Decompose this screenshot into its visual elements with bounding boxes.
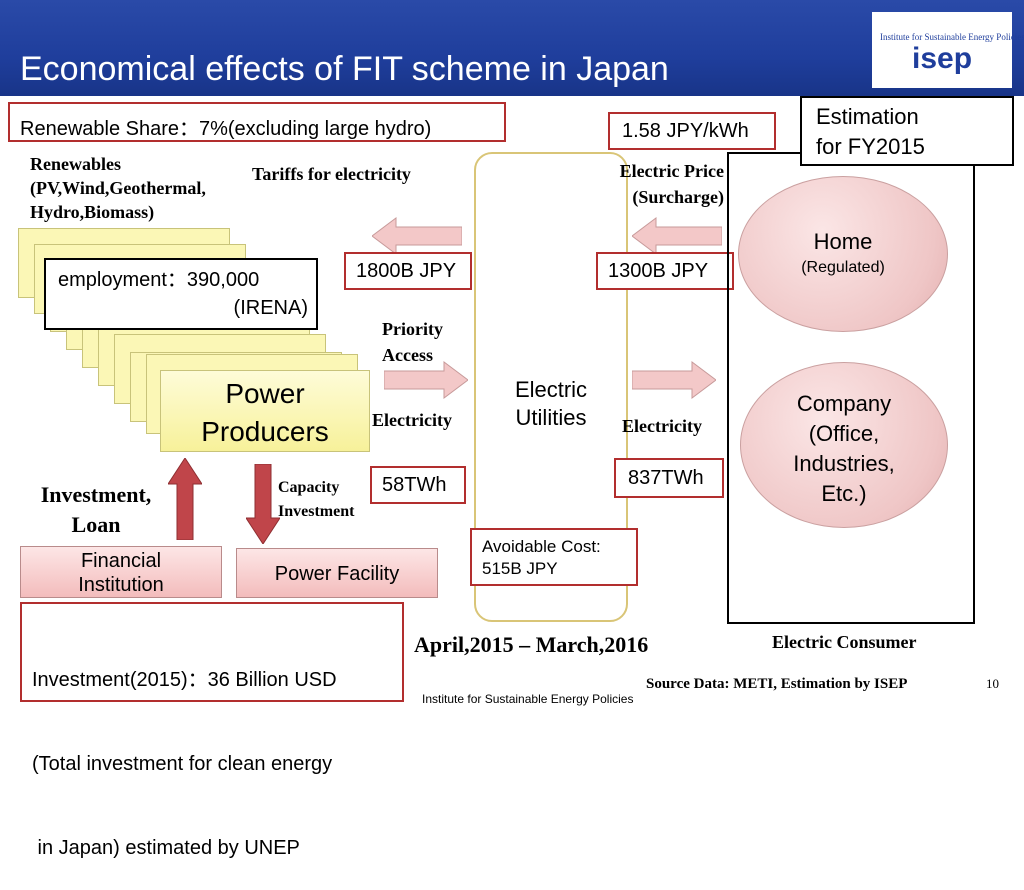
renewables-label: Renewables (PV,Wind,Geothermal, Hydro,Bi… (30, 152, 206, 224)
electric-price-line-2: (Surcharge) (632, 187, 724, 207)
footer-text: Institute for Sustainable Energy Policie… (422, 692, 634, 706)
logo-small-text: Institute for Sustainable Energy Policie… (880, 32, 1024, 42)
estimation-line-2: for FY2015 (816, 134, 925, 159)
electric-price-line-1: Electric Price (619, 161, 724, 181)
electricity-arrow-to-utility (384, 361, 468, 399)
surcharge-rate-box: 1.58 JPY/kWh (608, 112, 776, 150)
priority-line-2: Access (382, 345, 433, 365)
employment-source: (IRENA) (233, 297, 308, 319)
employment-box: employment：390,000 (IRENA) (44, 258, 318, 330)
renewables-line-1: Renewables (30, 154, 121, 174)
electric-utilities-box (474, 152, 628, 622)
company-line-1: Company (796, 391, 892, 416)
electricity-arrow-to-consumer (632, 361, 716, 399)
power-producers-line-1: Power (225, 378, 305, 409)
logo-name: isep (911, 42, 973, 75)
estimation-box: Estimation for FY2015 (800, 96, 1014, 166)
supplied-twh-box: 58TWh (370, 466, 466, 504)
utilities-label: Electric Utilities (474, 376, 628, 432)
surcharge-rate: 1.58 JPY/kWh (622, 120, 749, 142)
home-label: Home (813, 229, 873, 254)
company-line-3: Industries, (793, 451, 895, 476)
slide-title: Economical effects of FIT scheme in Japa… (20, 50, 669, 88)
utilities-line-1: Electric (514, 377, 588, 402)
supplied-twh: 58TWh (382, 474, 447, 496)
investment-loan-line-2: Loan (71, 512, 121, 537)
surcharge-arrow (632, 217, 722, 255)
capacity-line-2: Investment (278, 503, 355, 520)
investment-loan-line-1: Investment, (40, 482, 152, 507)
page-number: 10 (986, 676, 999, 691)
employment-value: employment：390,000 (58, 269, 260, 291)
investment-note-line-1: Investment(2015)：36 Billion USD (32, 669, 337, 691)
isep-logo: Institute for Sustainable Energy Policie… (872, 12, 1024, 88)
electricity-label-right: Electricity (622, 416, 702, 436)
consumed-twh-box: 837TWh (614, 458, 724, 498)
company-line-4: Etc.) (821, 481, 867, 506)
utilities-line-2: Utilities (515, 405, 587, 430)
renewable-share-text: Renewable Share：7%(excluding large hydro… (20, 118, 432, 140)
home-circle: Home (Regulated) (738, 176, 948, 332)
avoidable-cost-label: Avoidable Cost: (482, 537, 601, 556)
priority-access-label: Priority Access (382, 316, 443, 368)
financial-line-1: Financial (80, 550, 162, 572)
renewable-share-box: Renewable Share：7%(excluding large hydro… (8, 102, 506, 142)
investment-arrow-up (168, 458, 202, 540)
surcharge-amount: 1300B JPY (608, 260, 709, 282)
title-bar (0, 0, 1024, 96)
priority-line-1: Priority (382, 319, 443, 339)
investment-note-line-3: in Japan) estimated by UNEP (32, 837, 300, 859)
estimation-line-1: Estimation (816, 104, 919, 129)
electricity-label-left: Electricity (372, 410, 452, 430)
investment-loan-label: Investment, Loan (20, 480, 172, 540)
company-line-2: (Office, (808, 421, 880, 446)
power-facility-box: Power Facility (236, 548, 438, 598)
tariff-arrow (372, 217, 462, 255)
surcharge-amount-box: 1300B JPY (596, 252, 734, 290)
consumed-twh: 837TWh (628, 467, 704, 489)
financial-institution-box: Financial Institution (20, 546, 222, 598)
renewables-line-2: (PV,Wind,Geothermal, (30, 178, 206, 198)
power-producers-line-2: Producers (201, 416, 329, 447)
source-label: Source Data: METI, Estimation by ISEP (646, 676, 908, 692)
investment-note-line-2: (Total investment for clean energy (32, 753, 333, 775)
tariffs-label: Tariffs for electricity (252, 164, 411, 184)
investment-note-box: Investment(2015)：36 Billion USD (Total i… (20, 602, 404, 859)
period-label: April,2015 – March,2016 (414, 632, 649, 657)
home-regulated: (Regulated) (801, 259, 885, 276)
electric-consumer-label: Electric Consumer (772, 632, 917, 652)
tariff-amount-box: 1800B JPY (344, 252, 472, 290)
tariff-amount: 1800B JPY (356, 260, 457, 282)
capacity-arrow-down (246, 464, 280, 544)
avoidable-cost-value: 515B JPY (482, 559, 558, 578)
company-circle: Company (Office, Industries, Etc.) (740, 362, 948, 528)
electric-price-label: Electric Price (Surcharge) (580, 158, 724, 210)
power-producers-box: Power Producers (160, 370, 370, 452)
power-facility-label: Power Facility (274, 563, 400, 585)
renewables-line-3: Hydro,Biomass) (30, 202, 155, 222)
avoidable-cost-box: Avoidable Cost: 515B JPY (470, 528, 638, 586)
capacity-line-1: Capacity (278, 479, 340, 496)
financial-line-2: Institution (78, 574, 164, 596)
capacity-investment-label: Capacity Investment (278, 476, 354, 524)
